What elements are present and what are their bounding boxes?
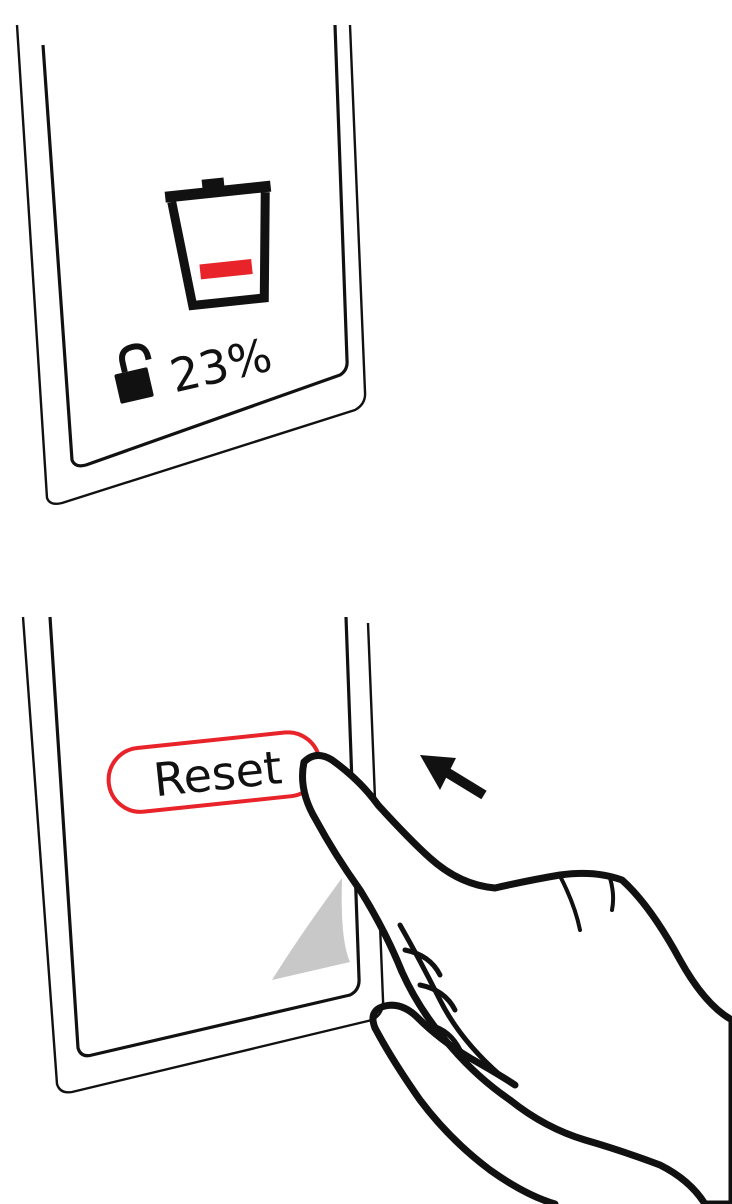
bin-fill-level [199, 259, 252, 279]
reset-screen [50, 617, 359, 1056]
padlock-unlocked-icon [109, 344, 157, 404]
reset-button[interactable]: Reset [105, 729, 323, 815]
lock-status: 23% [109, 317, 277, 416]
fill-percent-text: 23% [165, 328, 277, 404]
hand-pointing-icon [303, 755, 732, 1204]
reset-panel: Reset [23, 617, 732, 1204]
sticker-fold [272, 878, 350, 980]
arrow-up-left-icon [420, 755, 484, 795]
bin-icon [164, 173, 282, 307]
display-panel: 23% [17, 25, 365, 504]
display-screen [43, 25, 347, 466]
